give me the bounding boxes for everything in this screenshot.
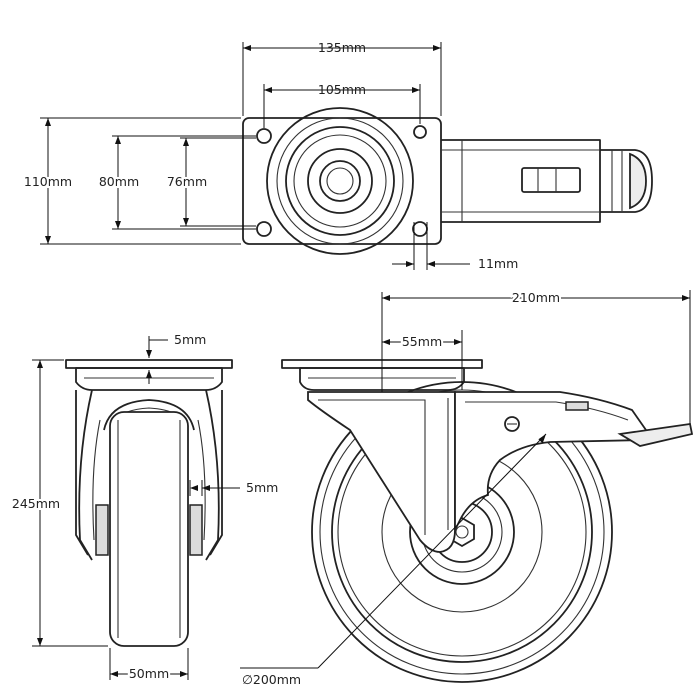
dim-label-210: 210mm [512, 290, 560, 305]
dim-label-135: 135mm [318, 40, 366, 55]
bolt-hole [413, 125, 427, 139]
side-brake-lever-edge [465, 401, 629, 421]
kingpin [326, 167, 354, 195]
arrowheads [538, 434, 546, 444]
front-fork-inner [92, 419, 206, 541]
swivel-ring [293, 134, 387, 228]
swivel-ring [276, 117, 404, 245]
side-view: 55mm 210mm ∅200mm [240, 288, 694, 687]
arrowheads [146, 350, 152, 378]
arrowheads [110, 671, 188, 677]
side-axle [455, 525, 469, 539]
dim-label-245: 245mm [12, 496, 60, 511]
top-plate [242, 117, 442, 245]
bolt-hole [256, 128, 272, 144]
side-brake-catch [565, 401, 589, 411]
side-fork-leg [307, 391, 456, 553]
arrowheads [406, 261, 435, 267]
brake-pedal-pad [629, 152, 647, 210]
dim-label-110: 110mm [24, 174, 72, 189]
swivel-ring [285, 126, 395, 236]
dim-label-5-gap: 5mm [246, 480, 278, 495]
top-view: 135mm 105mm 110mm 80mm 76mm 11mm [22, 40, 653, 271]
dim-label-200: ∅200mm [242, 672, 301, 687]
bolt-hole [412, 221, 428, 237]
dim-label-55: 55mm [402, 334, 442, 349]
bolt-hole [256, 221, 272, 237]
kingpin-ring [319, 160, 361, 202]
side-brake-pedal [617, 422, 694, 447]
dim-label-80: 80mm [99, 174, 139, 189]
dimension-line-200 [317, 433, 547, 669]
brake-pedal-ribs [611, 150, 623, 212]
front-axle-block [95, 504, 109, 556]
brake-housing [441, 139, 601, 223]
side-brake-pivot [504, 416, 520, 432]
dim-label-50: 50mm [129, 666, 169, 681]
dim-label-5-plate: 5mm [174, 332, 206, 347]
front-view: 5mm 5mm 245mm 50mm [10, 332, 278, 683]
side-brake-lever [454, 391, 647, 531]
front-wheel [109, 411, 189, 647]
front-plate [65, 359, 233, 369]
swivel-ring [307, 148, 373, 214]
brake-pedal [600, 149, 653, 213]
side-fork-edge [318, 399, 426, 535]
dim-label-11: 11mm [478, 256, 518, 271]
front-fork-curve [78, 389, 220, 561]
dim-label-76: 76mm [167, 174, 207, 189]
brake-slot [521, 167, 581, 193]
front-axle-block [189, 504, 203, 556]
front-fender [103, 399, 195, 431]
arrowheads [190, 485, 210, 491]
arrowheads [382, 339, 462, 345]
swivel-ring-outer [266, 107, 414, 255]
dim-label-105: 105mm [318, 82, 366, 97]
